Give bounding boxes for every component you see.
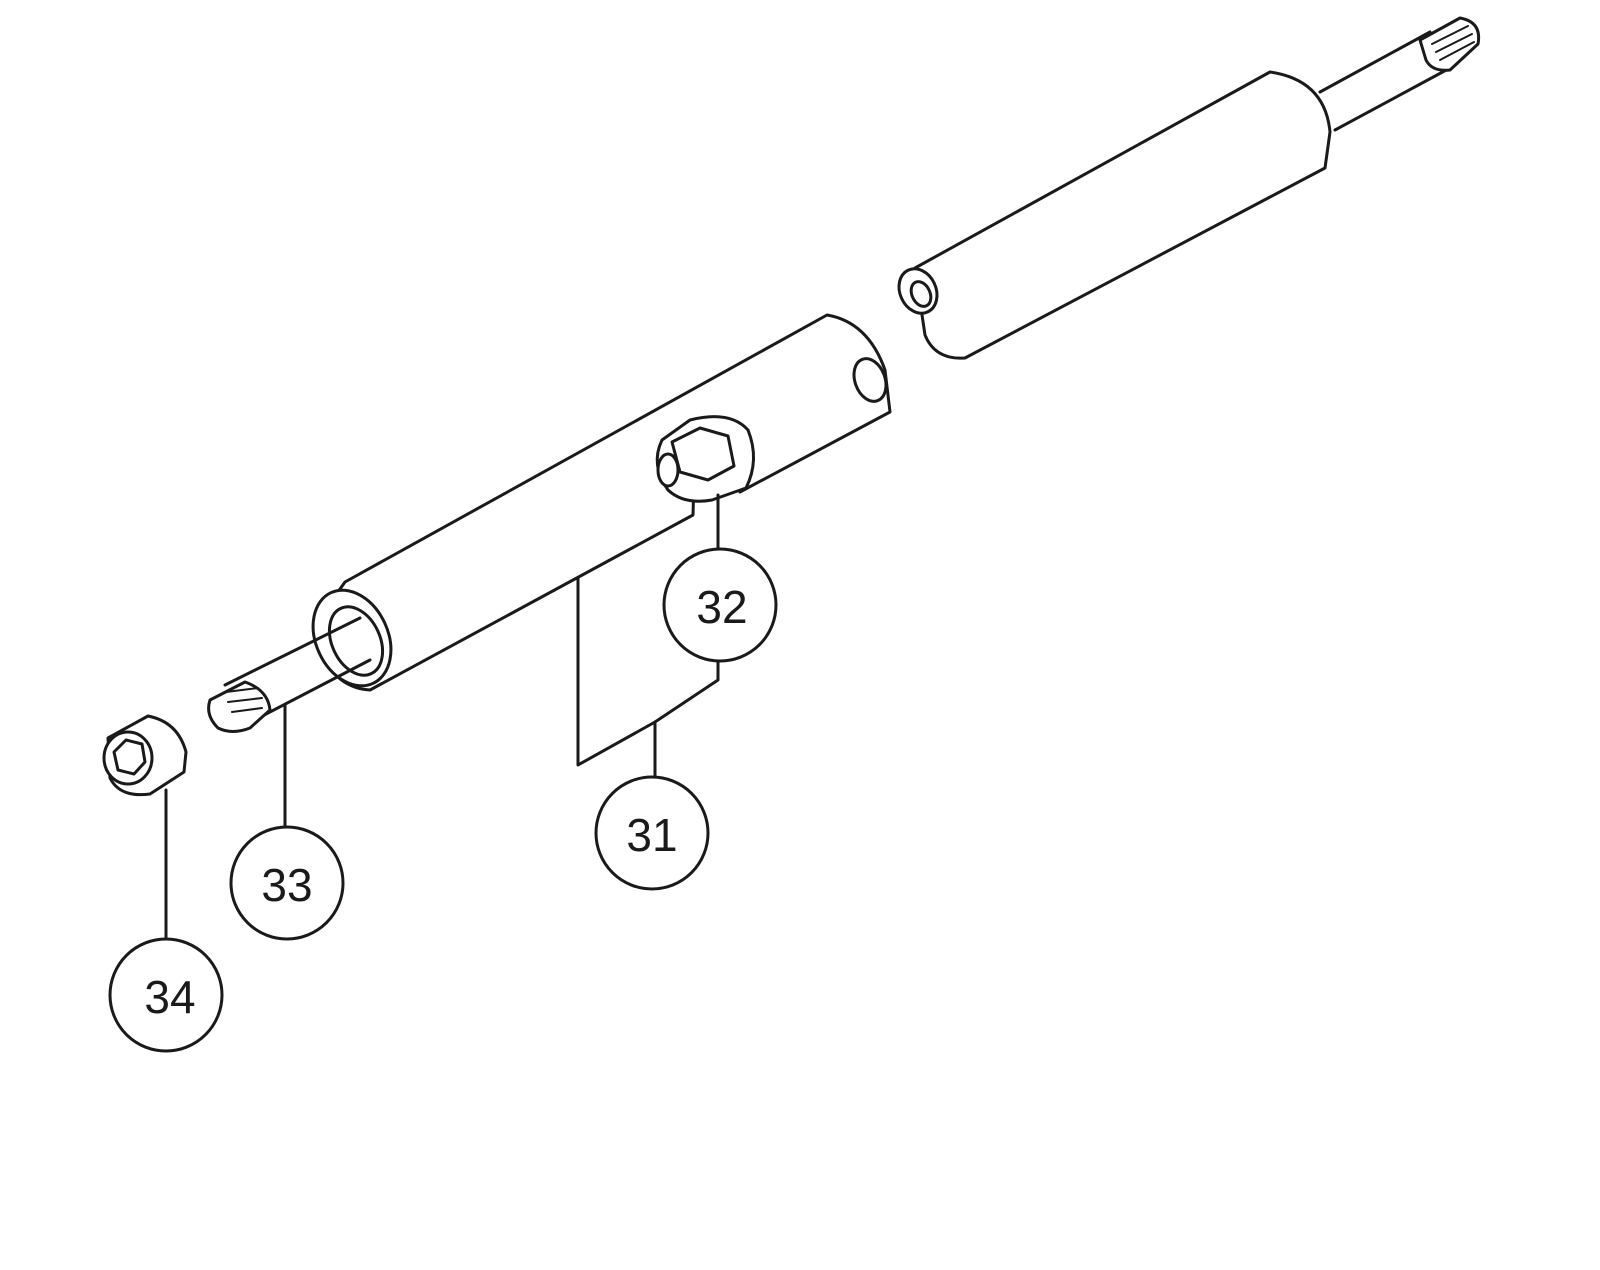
callout-33: 33 [229, 825, 345, 941]
callout-32-label: 32 [696, 581, 747, 633]
upper-spline-tip [1418, 16, 1481, 72]
housing-end-hole [852, 357, 888, 403]
callout-34-label: 34 [144, 971, 195, 1023]
inner-shaft [207, 616, 372, 733]
lower-spline-tip [207, 680, 272, 733]
callout-31-label: 31 [626, 809, 677, 861]
callout-33-label: 33 [261, 859, 312, 911]
hex-bolt [655, 415, 755, 503]
flange-nut [102, 714, 188, 797]
upper-shaft-bottom-edge [1333, 66, 1452, 132]
main-housing [311, 313, 892, 692]
upper-shaft-top-edge [1318, 30, 1432, 94]
upper-tube [897, 70, 1332, 360]
callout-34: 34 [108, 937, 224, 1053]
upper-shaft-assembly [897, 16, 1481, 360]
callout-32: 32 [662, 547, 778, 663]
leader-lines [164, 493, 720, 940]
callout-31: 31 [594, 775, 710, 891]
inner-shaft-top-edge [223, 616, 362, 687]
